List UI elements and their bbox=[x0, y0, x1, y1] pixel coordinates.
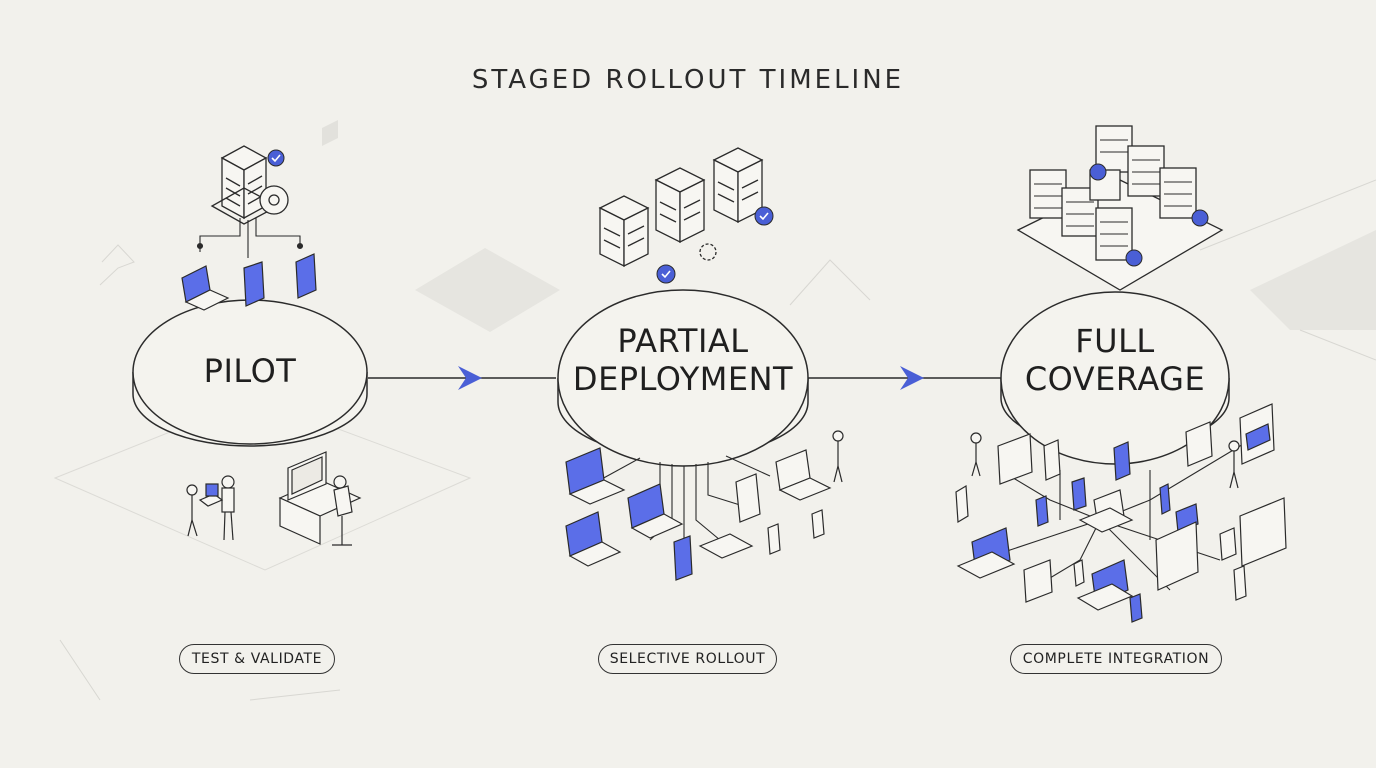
arrow-right-icon bbox=[458, 366, 482, 390]
phone-icon bbox=[673, 535, 693, 581]
stage-partial-badge: SELECTIVE ROLLOUT bbox=[598, 644, 777, 674]
stage-partial-deployment-label: PARTIAL DEPLOYMENT bbox=[560, 322, 806, 398]
laptop-icon bbox=[181, 265, 230, 311]
phone-icon bbox=[1129, 593, 1143, 623]
phone-icon bbox=[1233, 565, 1247, 601]
partial-devices bbox=[565, 430, 844, 581]
stage-connector-1 bbox=[368, 366, 556, 390]
full-platform bbox=[1000, 291, 1230, 465]
phone-icon bbox=[295, 253, 317, 299]
stage-pilot-badge: TEST & VALIDATE bbox=[179, 644, 335, 674]
stage-pilot-label: PILOT bbox=[150, 352, 350, 390]
background-lines bbox=[59, 179, 1376, 701]
data-center-icon bbox=[1016, 125, 1224, 291]
phone-icon bbox=[811, 509, 825, 539]
tablet-icon bbox=[698, 533, 754, 559]
check-badge-icon bbox=[754, 206, 774, 226]
phone-icon bbox=[767, 523, 781, 555]
phone-icon bbox=[1073, 559, 1085, 587]
phone-icon bbox=[1035, 495, 1049, 527]
check-badge-icon bbox=[267, 149, 285, 167]
stage-full-badge: COMPLETE INTEGRATION bbox=[1010, 644, 1222, 674]
stage-label-line: DEPLOYMENT bbox=[572, 360, 794, 398]
tablet-icon bbox=[243, 261, 265, 307]
pilot-platform bbox=[132, 299, 368, 447]
full-devices bbox=[955, 403, 1287, 623]
background-decoration bbox=[322, 120, 1376, 332]
tablet-icon bbox=[955, 484, 969, 524]
tablet-icon bbox=[1043, 439, 1061, 481]
stage-label-line: PILOT bbox=[203, 352, 297, 390]
workstation-icon bbox=[278, 451, 362, 546]
monitor-icon bbox=[1155, 521, 1199, 591]
tablet-icon bbox=[1219, 527, 1237, 561]
partial-platform bbox=[557, 289, 809, 467]
pilot-device-links bbox=[196, 218, 304, 258]
check-badge-icon bbox=[1089, 163, 1209, 267]
page-title: STAGED ROLLOUT TIMELINE bbox=[471, 65, 905, 96]
stage-label-line: FULL bbox=[1075, 322, 1155, 360]
server-cluster-icon bbox=[598, 147, 764, 268]
phone-icon bbox=[1159, 483, 1171, 515]
pilot-team-icon bbox=[186, 475, 235, 541]
pilot-server-icon bbox=[210, 145, 280, 225]
phone-icon bbox=[1113, 441, 1131, 481]
check-badge-icon bbox=[656, 264, 676, 284]
monitor-icon bbox=[997, 433, 1033, 485]
phone-icon bbox=[1071, 477, 1087, 511]
tablet-icon bbox=[1185, 421, 1213, 467]
arrow-right-icon bbox=[900, 366, 924, 390]
tablet-icon bbox=[1023, 559, 1053, 603]
stage-label-line: COVERAGE bbox=[1024, 360, 1206, 398]
monitor-icon bbox=[1239, 497, 1287, 567]
tablet-icon bbox=[735, 473, 761, 523]
stage-connector-2 bbox=[808, 366, 1002, 390]
gear-icon bbox=[259, 185, 289, 215]
stage-full-coverage-label: FULL COVERAGE bbox=[1004, 322, 1226, 398]
stage-label-line: PARTIAL bbox=[617, 322, 749, 360]
